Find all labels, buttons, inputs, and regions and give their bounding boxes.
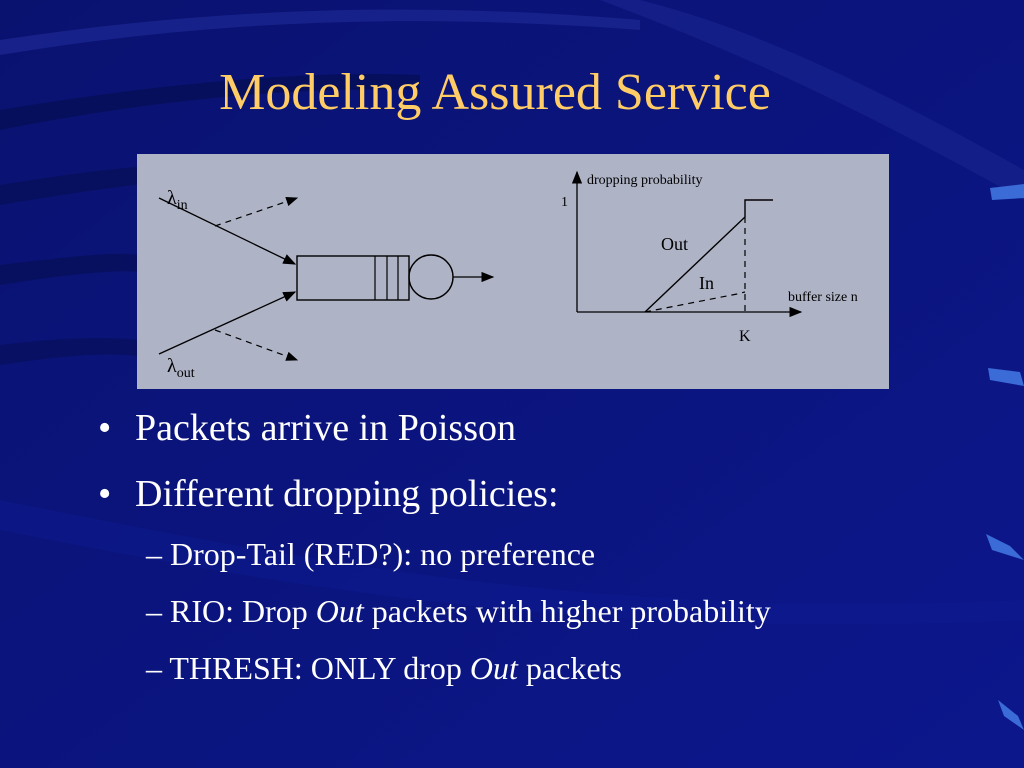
bullet-item: • Different dropping policies: [98, 470, 559, 518]
in-curve-label: In [699, 273, 714, 293]
subbullet-item: – RIO: Drop Out packets with higher prob… [146, 591, 771, 631]
queue-diagram: λin λout [158, 187, 495, 381]
bullet-marker: • [98, 473, 112, 515]
bullet-item: • Packets arrive in Poisson [98, 404, 516, 452]
subbullet-emphasis: Out [469, 650, 518, 686]
lambda-out-label: λout [167, 355, 195, 381]
in-arrival-arrow [158, 197, 297, 265]
bullet-text: Packets arrive in Poisson [135, 407, 517, 449]
subbullet-emphasis: Out [315, 593, 364, 629]
out-curve-label: Out [661, 234, 688, 254]
bullet-marker: • [98, 407, 112, 449]
x-tick-k: K [739, 328, 751, 345]
subbullet-text-tail: packets [517, 650, 622, 686]
subbullet-dash: – [146, 536, 162, 572]
lambda-in-label: λin [167, 187, 188, 213]
subbullet-dash: – [146, 593, 162, 629]
y-tick-1: 1 [561, 195, 568, 210]
subbullet-item: – THRESH: ONLY drop Out packets [146, 648, 622, 688]
subbullet-text: Drop-Tail (RED?): no preference [170, 536, 596, 572]
out-curve [644, 199, 773, 313]
subbullet-dash: – [146, 650, 162, 686]
subbullet-text: THRESH: ONLY drop [169, 650, 470, 686]
bullet-text: Different dropping policies: [135, 473, 559, 515]
subbullet-item: – Drop-Tail (RED?): no preference [146, 534, 595, 574]
slide-title: Modeling Assured Service [219, 64, 771, 121]
in-drop-arrow [214, 196, 299, 227]
in-curve [644, 291, 746, 313]
subbullet-text: RIO: Drop [170, 593, 316, 629]
out-drop-arrow [214, 329, 299, 361]
x-axis-label: buffer size n [788, 290, 858, 305]
queue-model-figure: λin λout dropping probability 1 buffer s… [137, 154, 889, 389]
dropping-probability-graph: dropping probability 1 buffer size n K O… [561, 170, 858, 345]
subbullet-text-tail: packets with higher probability [363, 593, 771, 629]
y-axis-label: dropping probability [587, 173, 703, 188]
out-arrival-arrow [158, 291, 297, 355]
